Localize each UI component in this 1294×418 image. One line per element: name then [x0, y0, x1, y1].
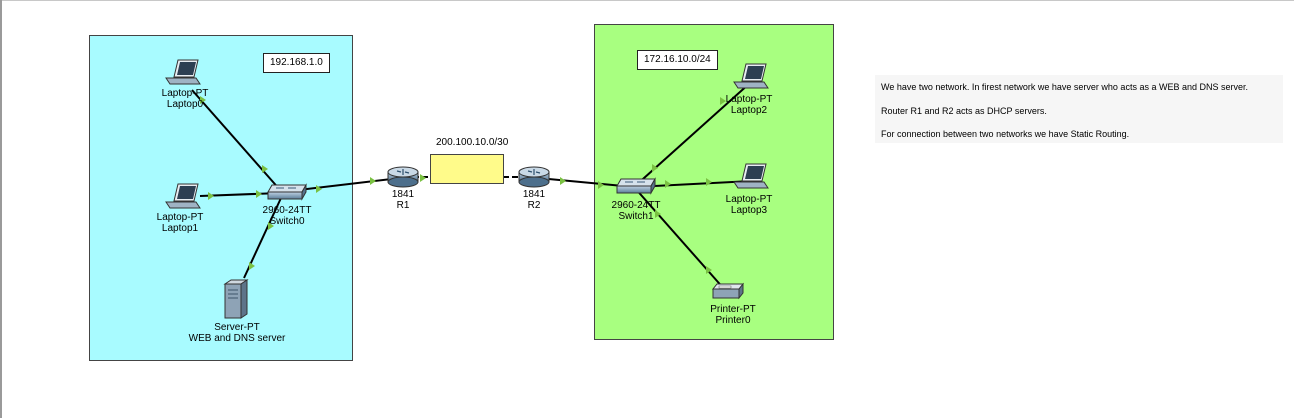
device-label-laptop1: Laptop-PT Laptop1: [157, 212, 204, 234]
device-name: Printer0: [715, 315, 751, 326]
device-model: Laptop-PT: [161, 88, 209, 99]
link-up-marker: [706, 178, 712, 186]
subnet-label-right[interactable]: 172.16.10.0/24: [637, 50, 718, 70]
switch-icon[interactable]: [616, 177, 656, 195]
laptop-icon[interactable]: [165, 183, 201, 209]
device-label-switch0: 2960-24TT Switch0: [263, 205, 312, 227]
device-name: R2: [527, 200, 541, 211]
subnet-label-left[interactable]: 192.168.1.0: [263, 53, 330, 73]
network-zone-left[interactable]: [89, 35, 353, 361]
link-up-marker: [256, 190, 262, 198]
info-line: Router R1 and R2 acts as DHCP servers.: [881, 106, 1047, 116]
link-laptop1-switch0: [199, 192, 281, 197]
link-switch1-printer: [633, 186, 726, 291]
link-laptop0-switch0: [191, 89, 282, 192]
device-model: Laptop-PT: [725, 94, 773, 105]
link-up-marker: [652, 164, 658, 172]
link-up-marker: [598, 181, 604, 189]
device-model: Laptop-PT: [725, 194, 773, 205]
device-model: 1841: [522, 189, 546, 200]
device-model: Server-PT: [214, 322, 260, 333]
device-label-server: Server-PT WEB and DNS server: [189, 322, 286, 344]
link-up-marker: [420, 174, 426, 182]
link-up-marker: [268, 222, 274, 230]
device-model: 2960-24TT: [611, 200, 661, 211]
left-border: [0, 0, 2, 418]
device-model: Laptop-PT: [156, 212, 204, 223]
top-border: [0, 0, 1294, 1]
router-icon[interactable]: [387, 166, 419, 188]
link-up-marker: [560, 177, 566, 185]
device-name: WEB and DNS server: [188, 333, 286, 344]
switch-icon[interactable]: [267, 183, 307, 201]
printer-icon[interactable]: [711, 282, 745, 300]
link-switch0-r1: [289, 177, 401, 192]
device-model: 1841: [391, 189, 415, 200]
links: [191, 82, 753, 291]
link-up-marker: [249, 262, 255, 270]
laptop-icon[interactable]: [165, 59, 201, 85]
device-name: Switch1: [618, 211, 654, 222]
link-up-marker: [720, 97, 726, 105]
device-model: 2960-24TT: [262, 205, 312, 216]
device-label-laptop3: Laptop-PT Laptop3: [726, 194, 773, 216]
device-name: Laptop2: [730, 105, 768, 116]
info-line: We have two network. In firest network w…: [881, 82, 1248, 92]
device-label-r2: 1841 R2: [523, 189, 545, 211]
laptop-icon[interactable]: [733, 63, 769, 89]
router-icon[interactable]: [518, 166, 550, 188]
device-label-switch1: 2960-24TT Switch1: [612, 200, 661, 222]
link-up-marker: [655, 210, 661, 218]
device-name: Switch0: [269, 216, 305, 227]
link-up-marker: [706, 266, 712, 274]
link-up-marker: [316, 185, 322, 193]
laptop-icon[interactable]: [733, 163, 769, 189]
link-up-marker: [665, 180, 671, 188]
subnet-label-wan[interactable]: 200.100.10.0/30: [436, 137, 509, 148]
link-up-marker: [200, 96, 206, 104]
info-note[interactable]: We have two network. In firest network w…: [875, 75, 1283, 143]
device-label-laptop2: Laptop-PT Laptop2: [726, 94, 773, 116]
server-icon[interactable]: [223, 279, 249, 319]
device-label-r1: 1841 R1: [392, 189, 414, 211]
device-name: R1: [396, 200, 410, 211]
link-status-markers: [200, 96, 726, 274]
device-name: Laptop3: [730, 205, 768, 216]
wan-link-note[interactable]: [430, 154, 504, 184]
device-name: Laptop1: [161, 223, 199, 234]
link-up-marker: [262, 165, 268, 173]
link-up-marker: [208, 192, 214, 200]
device-model: Printer-PT: [710, 304, 756, 315]
link-up-marker: [370, 177, 376, 185]
device-label-printer: Printer-PT Printer0: [710, 304, 756, 326]
device-name: Laptop0: [166, 99, 204, 110]
info-line: For connection between two networks we h…: [881, 129, 1130, 139]
device-label-laptop0: Laptop-PT Laptop0: [162, 88, 209, 110]
